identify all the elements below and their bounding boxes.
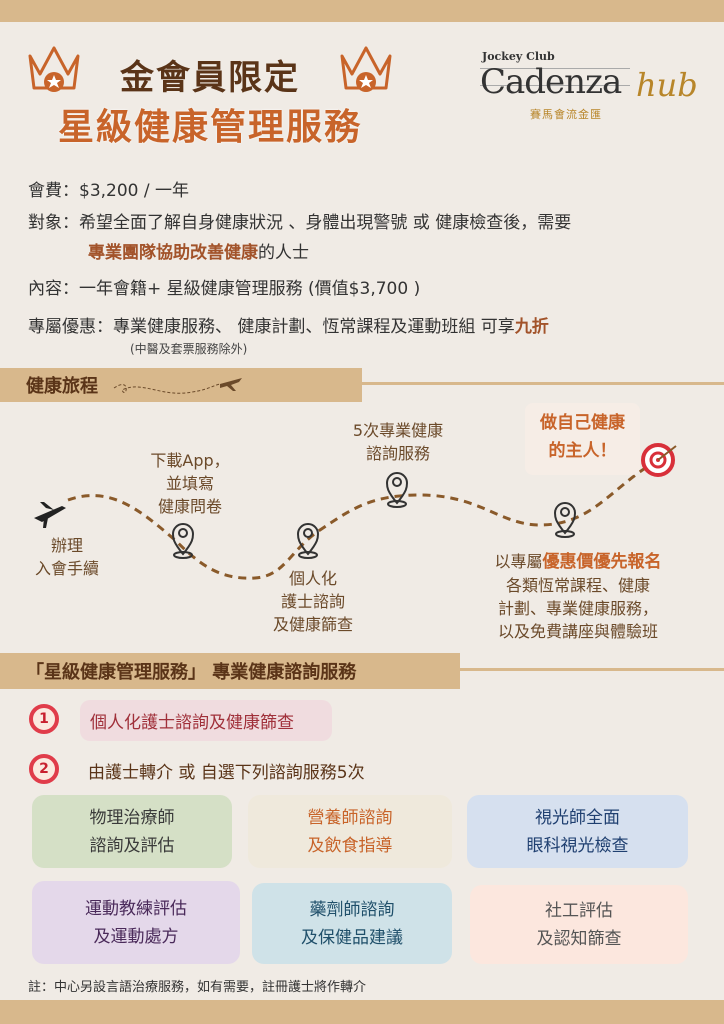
- crown-icon: [340, 46, 392, 92]
- step-1-text: 辦理入會手續: [34, 536, 100, 578]
- logo-chinese: 賽馬會流金匯: [530, 108, 602, 121]
- crown-icon: [28, 46, 80, 92]
- cadenza-hub-logo: Jockey Club Cadenza hub 賽馬會流金匯: [480, 44, 710, 124]
- fee-row: 會費：$3,200 / 一年: [28, 176, 189, 201]
- service-box-physiotherapy: 物理治療師諮詢及評估: [32, 795, 232, 868]
- offer-value: 專業健康服務、 健康計劃、恆常課程及運動班組 可享: [113, 317, 515, 337]
- journey-path: [34, 443, 677, 580]
- logo-cadenza: Cadenza: [480, 62, 622, 102]
- service-box-social-worker: 社工評估及認知篩查: [470, 885, 688, 964]
- services-title: 「星級健康管理服務」 專業健康諮詢服務: [26, 662, 357, 683]
- journey-section-header: 健康旅程: [0, 368, 362, 402]
- step-4-text: 5次專業健康諮詢服務: [352, 421, 444, 463]
- target-highlight: 專業團隊協助改善健康: [88, 243, 258, 263]
- content-row: 內容：一年會籍+ 星級健康管理服務 (價值$3,700 ): [28, 274, 420, 299]
- location-pin-icon: [296, 523, 320, 559]
- step-3-text: 個人化護士諮詢及健康篩查: [272, 569, 354, 634]
- logo-hub: hub: [636, 66, 698, 104]
- location-pin-icon: [171, 523, 195, 559]
- offer-label: 專屬優惠：: [28, 317, 113, 337]
- services-section-header: 「星級健康管理服務」 專業健康諮詢服務: [0, 653, 460, 689]
- fee-label: 會費：: [28, 181, 79, 201]
- divider: [460, 668, 724, 671]
- target-tail: 的人士: [258, 243, 309, 263]
- service-box-dietitian: 營養師諮詢及飲食指導: [248, 795, 452, 868]
- fee-value: $3,200 / 一年: [79, 181, 190, 201]
- number-badge-1: 1: [29, 704, 59, 734]
- target-row: 對象：希望全面了解自身健康狀況 、身體出現警號 或 健康檢查後，需要: [28, 208, 571, 233]
- target-label: 對象：: [28, 213, 79, 233]
- offer-row: 專屬優惠：專業健康服務、 健康計劃、恆常課程及運動班組 可享九折: [28, 312, 549, 337]
- service-item-1: 個人化護士諮詢及健康篩查: [80, 700, 332, 741]
- title-line2: 星級健康管理服務: [57, 107, 362, 148]
- content-value: 一年會籍+ 星級健康管理服務 (價值$3,700 ): [79, 279, 421, 299]
- offer-note: (中醫及套票服務除外): [130, 342, 248, 356]
- service-box-optometrist: 視光師全面眼科視光檢查: [467, 795, 688, 868]
- step-2-text: 下載App，並填寫健康問卷: [150, 451, 230, 516]
- target-row-2: 專業團隊協助改善健康的人士: [88, 238, 309, 263]
- service-box-fitness-coach: 運動教練評估及運動處方: [32, 881, 240, 964]
- top-band: [0, 0, 724, 22]
- logo-jockey-club: Jockey Club: [482, 50, 555, 63]
- goal-callout: 做自己健康的主人！: [525, 403, 640, 475]
- dashed-plane-icon: [113, 378, 242, 394]
- journey-title: 健康旅程: [26, 376, 98, 397]
- number-badge-2: 2: [29, 754, 59, 784]
- footnote: 註：中心另設言語治療服務，如有需要，註冊護士將作轉介: [28, 980, 367, 995]
- divider: [362, 382, 724, 385]
- service-item-2: 由護士轉介 或 自選下列諮詢服務5次: [88, 763, 365, 783]
- bottom-band: [0, 1000, 724, 1024]
- location-pin-icon: [385, 472, 409, 508]
- service-box-pharmacist: 藥劑師諮詢及保健品建議: [252, 883, 452, 964]
- step-5-text: 以專屬優惠價優先報名各類恆常課程、健康計劃、專業健康服務，以及免費講座與體驗班: [494, 552, 662, 641]
- location-pin-icon: [553, 502, 577, 538]
- target-icon: [641, 443, 677, 477]
- target-value: 希望全面了解自身健康狀況 、身體出現警號 或 健康檢查後，需要: [79, 213, 572, 233]
- offer-highlight: 九折: [514, 317, 549, 337]
- content-label: 內容：: [28, 279, 79, 299]
- airplane-icon: [34, 502, 66, 528]
- title-line1: 金會員限定: [120, 58, 300, 98]
